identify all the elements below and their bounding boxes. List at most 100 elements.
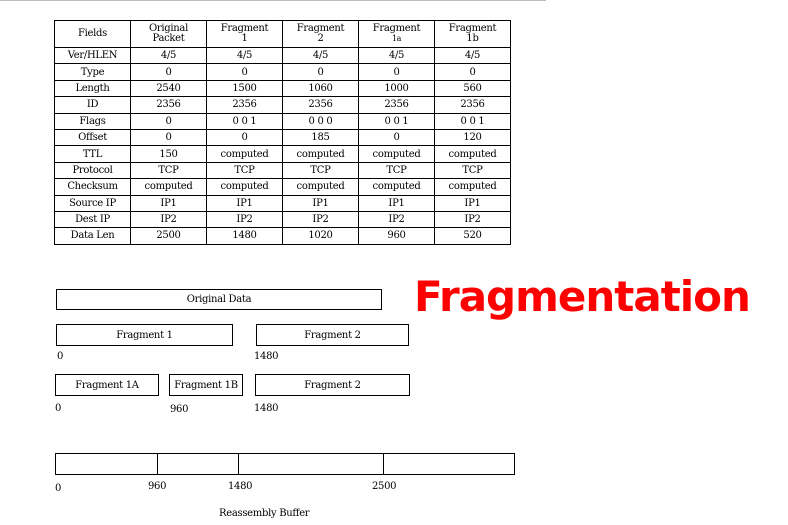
table-cell: TCP <box>282 161 359 180</box>
field-name-cell: Source IP <box>54 194 131 212</box>
field-name-cell: Ver/HLEN <box>54 46 131 65</box>
buffer-segment-1 <box>55 453 158 475</box>
table-cell: 4/5 <box>358 46 435 65</box>
row1-offset-1480: 1480 <box>254 351 279 362</box>
field-name-cell: Flags <box>54 112 131 130</box>
table-cell: TCP <box>358 161 435 180</box>
original-data-label: Original Data <box>186 294 252 305</box>
table-cell: computed <box>434 145 511 163</box>
table-cell: IP2 <box>358 210 435 229</box>
field-name-cell: TTL <box>54 145 131 163</box>
table-cell: IP1 <box>358 194 435 212</box>
table-cell: 4/5 <box>282 46 359 65</box>
table-cell: 1480 <box>206 227 283 245</box>
table-cell: TCP <box>130 161 207 180</box>
buffer-segment-2 <box>157 453 239 475</box>
page-title: Fragmentation <box>414 272 751 321</box>
table-cell: computed <box>358 145 435 163</box>
fragment-1a-label: Fragment 1A <box>75 379 139 391</box>
fragment-1b-label: Fragment 1B <box>174 379 238 391</box>
table-cell: 0 <box>358 63 435 81</box>
table-cell: 0 <box>434 63 511 81</box>
table-cell: 2356 <box>358 96 435 114</box>
table-cell: IP2 <box>206 210 283 229</box>
reassembly-buffer-label: Reassembly Buffer <box>219 508 310 519</box>
original-data-box: Original Data <box>56 289 382 310</box>
table-cell: computed <box>206 145 283 163</box>
table-cell: IP2 <box>282 210 359 229</box>
buffer-offset-1480: 1480 <box>228 481 253 492</box>
table-cell: 120 <box>434 128 511 147</box>
buffer-offset-2500: 2500 <box>372 481 397 492</box>
table-cell: computed <box>282 178 359 196</box>
table-cell: 4/5 <box>206 46 283 65</box>
table-cell: computed <box>206 178 283 196</box>
table-cell: IP2 <box>130 210 207 229</box>
fragment-2b-label: Fragment 2 <box>304 379 361 391</box>
table-cell: IP1 <box>282 194 359 212</box>
table-cell: 0 0 1 <box>434 112 511 130</box>
buffer-offset-0: 0 <box>55 483 62 494</box>
table-cell: 2356 <box>282 96 359 114</box>
table-cell: IP2 <box>434 210 511 229</box>
fragment-1b-box: Fragment 1B <box>169 374 243 396</box>
table-cell: 0 <box>358 128 435 147</box>
table-cell: computed <box>130 178 207 196</box>
table-cell: IP1 <box>130 194 207 212</box>
table-cell: computed <box>282 145 359 163</box>
table-cell: 1000 <box>358 79 435 98</box>
table-cell: IP1 <box>434 194 511 212</box>
table-cell: 0 0 1 <box>206 112 283 130</box>
fragment-1a-box: Fragment 1A <box>55 374 159 396</box>
fragment-2b-box: Fragment 2 <box>255 374 410 396</box>
buffer-offset-960: 960 <box>148 481 167 492</box>
fragment-1-label: Fragment 1 <box>116 329 173 341</box>
table-cell: 2356 <box>434 96 511 114</box>
row1-offset-0: 0 <box>57 351 64 362</box>
table-cell: 1500 <box>206 79 283 98</box>
top-divider <box>0 0 546 1</box>
table-cell: IP1 <box>206 194 283 212</box>
table-cell: 4/5 <box>130 46 207 65</box>
field-name-cell: Length <box>54 79 131 98</box>
buffer-segment-3 <box>238 453 384 475</box>
table-cell: computed <box>434 178 511 196</box>
row2-offset-960: 960 <box>170 404 189 415</box>
fragment-1-box: Fragment 1 <box>56 324 233 346</box>
fragment-2-box: Fragment 2 <box>256 324 409 346</box>
field-name-cell: Dest IP <box>54 210 131 229</box>
field-name-cell: Type <box>54 63 131 81</box>
header-fields: Fields <box>54 20 131 48</box>
buffer-segment-4 <box>383 453 515 475</box>
table-cell: 2540 <box>130 79 207 98</box>
row2-offset-1480: 1480 <box>254 403 279 414</box>
table-cell: 2500 <box>130 227 207 245</box>
table-cell: 0 <box>206 63 283 81</box>
table-cell: TCP <box>206 161 283 180</box>
field-name-cell: ID <box>54 96 131 114</box>
table-cell: 0 <box>282 63 359 81</box>
table-cell: 4/5 <box>434 46 511 65</box>
table-cell: 1020 <box>282 227 359 245</box>
table-cell: 960 <box>358 227 435 245</box>
table-cell: 0 0 1 <box>358 112 435 130</box>
table-cell: 2356 <box>130 96 207 114</box>
table-cell: 185 <box>282 128 359 147</box>
field-name-cell: Protocol <box>54 161 131 180</box>
